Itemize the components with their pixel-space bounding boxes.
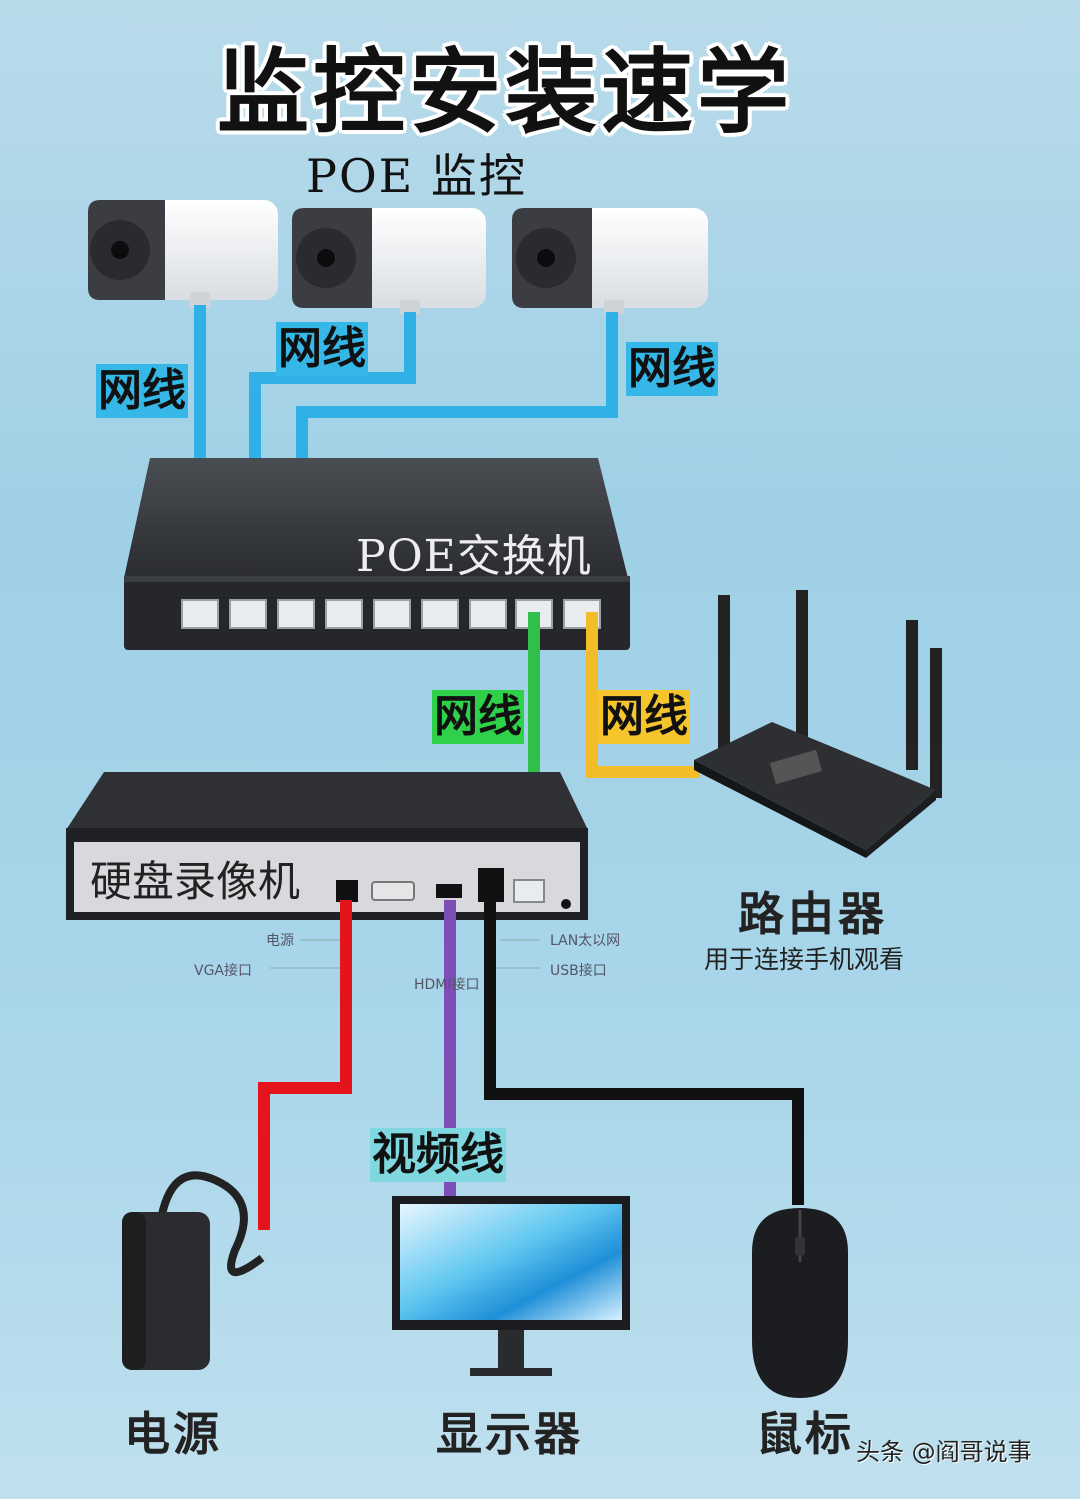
switch-label: POE交换机 bbox=[356, 531, 592, 582]
port-label-lan: LAN太以网 bbox=[550, 933, 621, 949]
nvr-label: 硬盘录像机 bbox=[90, 857, 301, 906]
port-label-power: 电源 bbox=[266, 933, 294, 949]
poe-camera-label: POE 监控 bbox=[306, 149, 527, 203]
watermark: 头条 @阎哥说事 bbox=[856, 1438, 1032, 1466]
cable-mouse bbox=[484, 900, 804, 1205]
cable-label-camera-2: 网线 bbox=[276, 322, 368, 376]
port-label-usb: USB接口 bbox=[550, 963, 607, 979]
cable-label-camera-1: 网线 bbox=[96, 364, 188, 418]
port-callouts bbox=[270, 939, 540, 969]
cable-switch-to-router bbox=[586, 612, 700, 778]
router-subtitle: 用于连接手机观看 bbox=[704, 945, 905, 974]
monitor-label: 显示器 bbox=[436, 1407, 583, 1461]
port-label-hdmi: HDMI接口 bbox=[414, 977, 480, 993]
port-label-vga: VGA接口 bbox=[194, 963, 253, 979]
power-adapter bbox=[122, 1171, 265, 1370]
poe-camera-2 bbox=[292, 208, 486, 314]
cable-label-camera-3: 网线 bbox=[626, 342, 718, 396]
router bbox=[694, 590, 942, 858]
power-adapter-label: 电源 bbox=[124, 1407, 222, 1461]
poe-camera-3 bbox=[512, 208, 708, 314]
router-title: 路由器 bbox=[738, 887, 888, 941]
monitor bbox=[392, 1196, 630, 1376]
poe-camera-1 bbox=[88, 200, 278, 308]
video-cable-label: 视频线 bbox=[370, 1128, 506, 1182]
poe-switch bbox=[124, 458, 630, 650]
cable-label-router: 网线 bbox=[598, 690, 690, 744]
cable-power bbox=[258, 900, 352, 1230]
mouse bbox=[752, 1208, 848, 1398]
cable-label-nvr: 网线 bbox=[432, 690, 524, 744]
mouse-label: 鼠标 bbox=[756, 1407, 854, 1461]
page-title: 监控安装速学 bbox=[216, 39, 793, 146]
